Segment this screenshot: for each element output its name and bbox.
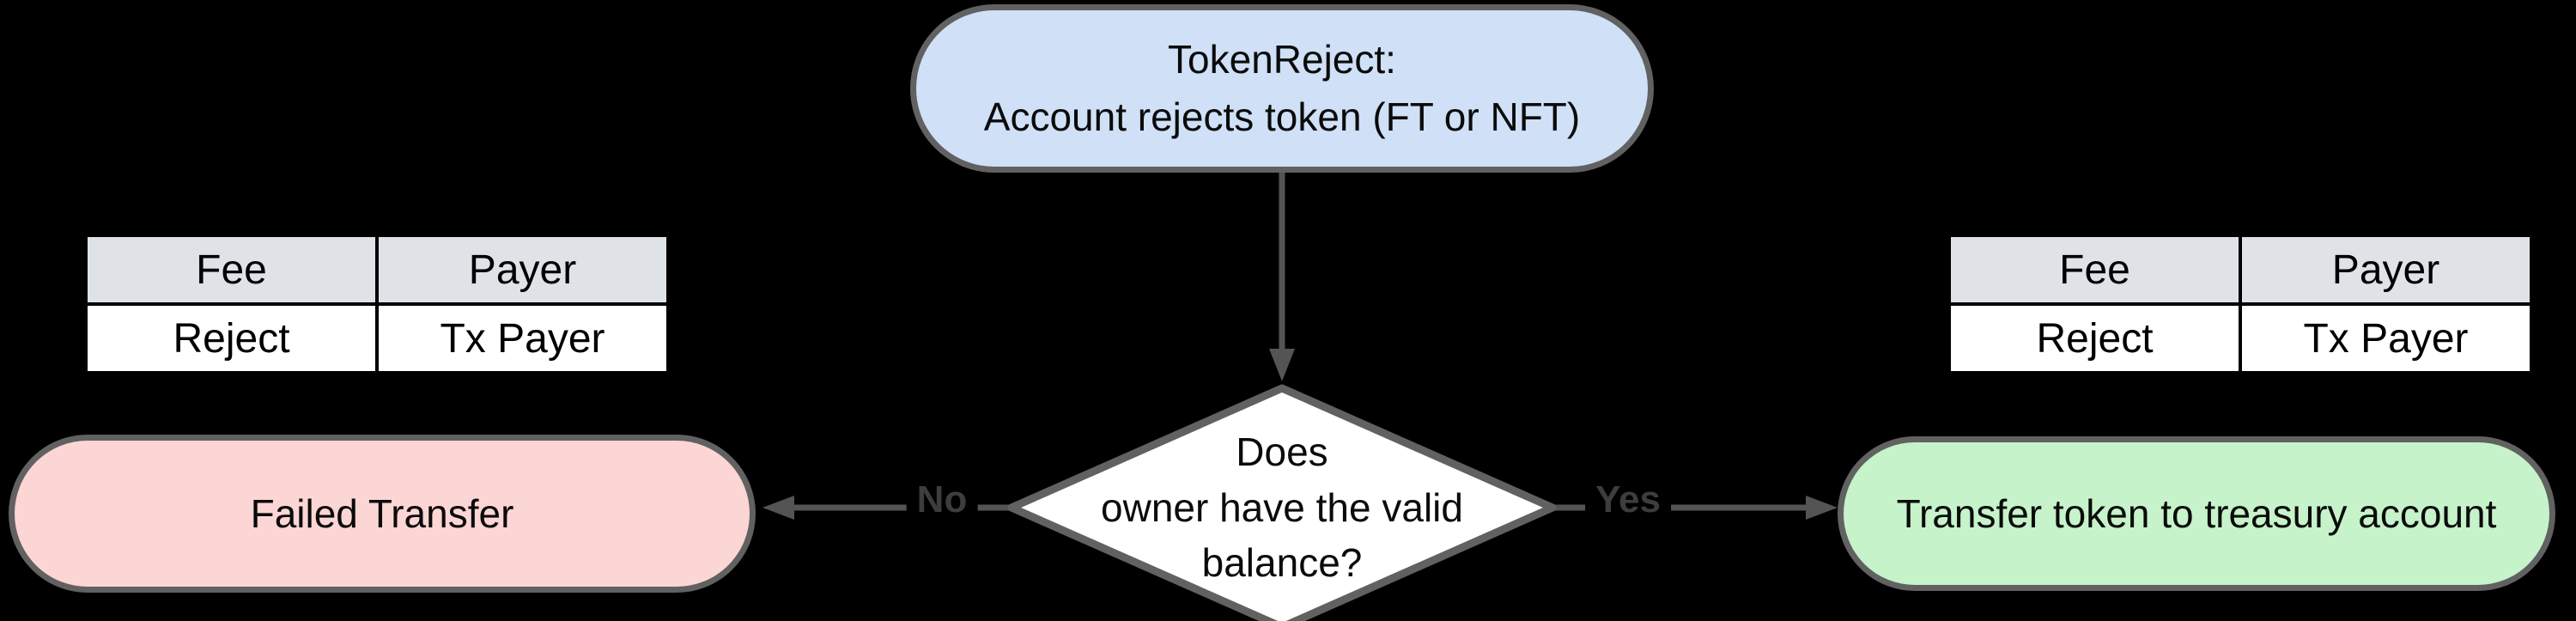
- decision-line2: owner have the valid: [1101, 484, 1463, 530]
- fee-table-left-header-row: Fee Payer: [84, 234, 670, 306]
- start-node-line2: Account rejects token (FT or NFT): [983, 94, 1581, 139]
- edge-label-yes: Yes: [1585, 478, 1671, 521]
- fee-table-left: Fee Payer Reject Tx Payer: [84, 234, 670, 374]
- fail-node-label: Failed Transfer: [250, 491, 514, 536]
- fee-table-right-value-row: Reject Tx Payer: [1947, 302, 2533, 374]
- arrowhead-left-icon: [762, 496, 794, 520]
- success-node: Transfer token to treasury account: [1838, 436, 2555, 591]
- edge-label-no: No: [906, 478, 978, 521]
- fee-table-right-header-row: Fee Payer: [1947, 234, 2533, 306]
- arrowhead-down-icon: [1269, 349, 1295, 381]
- fee-table-left-value-row: Reject Tx Payer: [84, 302, 670, 374]
- success-node-label: Transfer token to treasury account: [1896, 491, 2497, 536]
- fee-value-cell: Reject: [84, 302, 379, 374]
- payer-value-cell: Tx Payer: [375, 302, 670, 374]
- fail-node: Failed Transfer: [9, 435, 756, 593]
- fee-header-cell: Fee: [1947, 234, 2242, 306]
- fee-table-right: Fee Payer Reject Tx Payer: [1947, 234, 2533, 374]
- start-node-line1: TokenReject:: [1168, 37, 1396, 82]
- decision-line3: balance?: [1201, 540, 1363, 586]
- decision-diamond: [1007, 384, 1557, 621]
- payer-header-cell: Payer: [2239, 234, 2533, 306]
- arrowheads: [762, 349, 1838, 520]
- payer-value-cell: Tx Payer: [2239, 302, 2533, 374]
- decision-line1: Does: [1236, 429, 1328, 475]
- fee-value-cell: Reject: [1947, 302, 2242, 374]
- payer-header-cell: Payer: [375, 234, 670, 306]
- start-node: TokenReject: Account rejects token (FT o…: [910, 4, 1654, 173]
- arrowhead-right-icon: [1806, 496, 1838, 520]
- fee-header-cell: Fee: [84, 234, 379, 306]
- decision-node-label: Does owner have the valid balance?: [1067, 402, 1497, 613]
